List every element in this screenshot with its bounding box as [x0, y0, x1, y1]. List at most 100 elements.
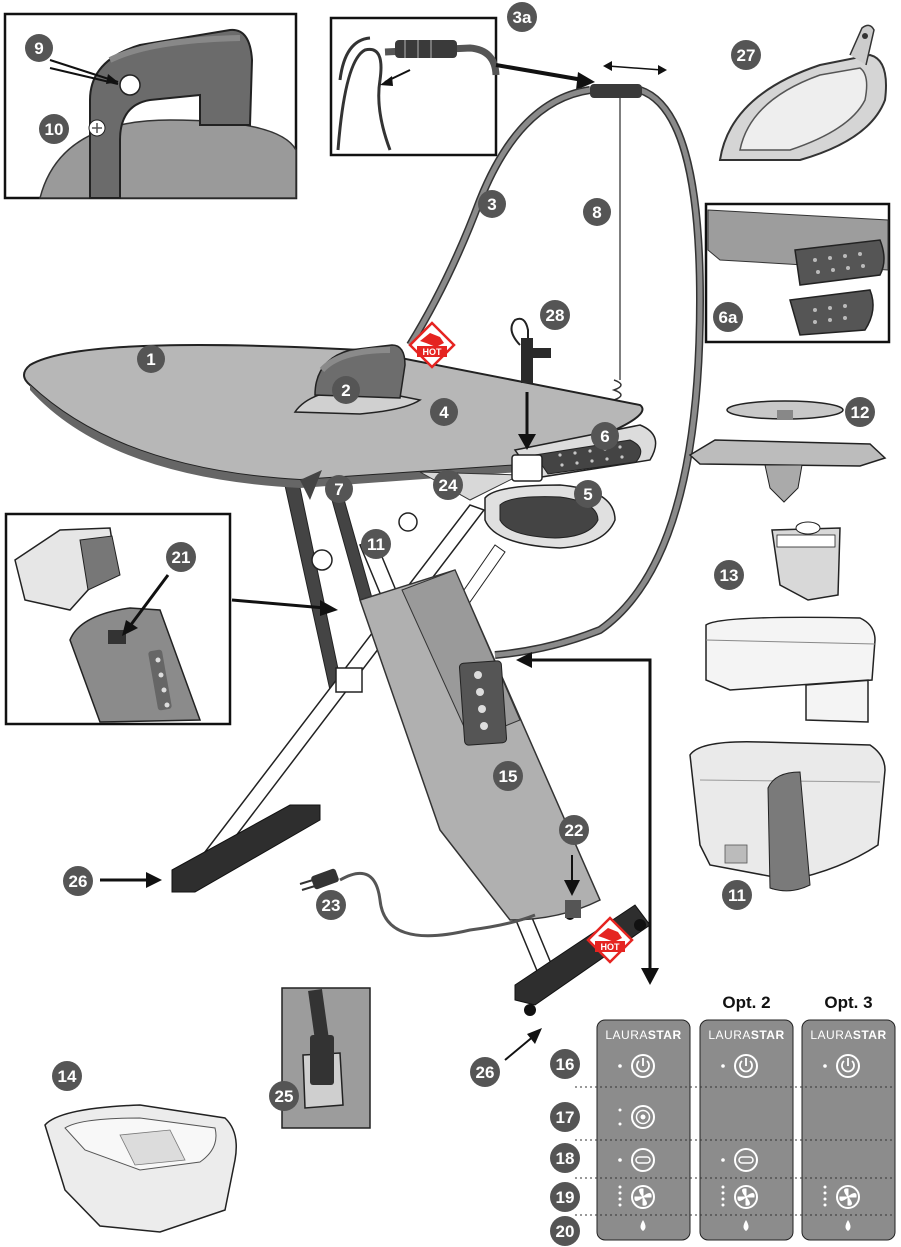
callout-6: 6: [591, 422, 619, 450]
option-2-label: Opt. 2: [722, 993, 770, 1012]
callout-number: 26: [476, 1063, 495, 1082]
power-icon: [721, 1054, 758, 1078]
plug-socket-inset: [281, 987, 371, 1129]
callout-number: 9: [34, 39, 43, 58]
fan-icon: [618, 1185, 655, 1209]
control-panels: LAURASTAR LAURASTAR LAURASTAR Opt. 2 Opt…: [575, 993, 896, 1241]
callout-5: 5: [574, 480, 602, 508]
water-filter: [771, 521, 841, 601]
svg-text:HOT: HOT: [423, 347, 443, 357]
callout-number: 16: [556, 1055, 575, 1074]
callout-8: 8: [583, 198, 611, 226]
soleplate-accessory: [718, 24, 887, 161]
callout-3a: 3a: [507, 2, 537, 32]
callout-number: 8: [592, 203, 601, 222]
callout-11b: 11: [722, 880, 752, 910]
water-bowl: [44, 1104, 237, 1233]
callout-13: 13: [714, 560, 744, 590]
callout-number: 23: [322, 896, 341, 915]
control-panel-option-3: LAURASTAR: [801, 1019, 896, 1241]
callout-9: 9: [25, 34, 53, 62]
option-3-label: Opt. 3: [824, 993, 872, 1012]
handle-detail-inset: [3, 12, 298, 200]
callout-21: 21: [166, 542, 196, 572]
hook-accessory: [510, 317, 551, 450]
callout-19: 19: [550, 1182, 580, 1212]
callout-1: 1: [137, 345, 165, 373]
fan-icon: [721, 1185, 758, 1209]
water-drop-icon: [743, 1220, 749, 1231]
hose-connector: [590, 84, 642, 98]
tank-lid-parts: [688, 400, 887, 503]
callout-14: 14: [52, 1061, 82, 1091]
callout-7: 7: [325, 475, 353, 503]
callout-16: 16: [550, 1049, 580, 1079]
callout-number: 19: [556, 1188, 575, 1207]
callout-number: 15: [499, 767, 518, 786]
callout-10: 10: [39, 114, 69, 144]
callout-number: 18: [556, 1149, 575, 1168]
callout-number: 4: [439, 403, 449, 422]
cord-connector-inset: [329, 16, 500, 157]
callout-number: 21: [172, 548, 191, 567]
hot-warning-icon: HOT: [408, 321, 456, 369]
power-icon: [823, 1054, 860, 1078]
panel-brand: LAURASTAR: [708, 1028, 784, 1042]
callout-number: 13: [720, 566, 739, 585]
callout-number: 22: [565, 821, 584, 840]
control-panel-option-2: LAURASTAR: [699, 1019, 794, 1241]
callout-number: 5: [583, 485, 592, 504]
callout-number: 3: [487, 195, 496, 214]
water-drop-icon: [845, 1220, 851, 1231]
callout-number: 6a: [719, 308, 738, 327]
hot-warning-icon: HOT: [586, 916, 634, 964]
callout-20: 20: [550, 1216, 580, 1246]
panel-brand: LAURASTAR: [810, 1028, 886, 1042]
callout-15: 15: [493, 761, 523, 791]
steam-mode-icon: [721, 1148, 758, 1172]
steam-mode-icon: [618, 1148, 655, 1172]
callout-number: 14: [58, 1067, 77, 1086]
callout-number: 27: [737, 46, 756, 65]
callout-26b: 26: [470, 1057, 500, 1087]
handle-button-icon: [119, 74, 141, 96]
callout-number: 28: [546, 306, 565, 325]
cartridge-inset: [4, 512, 232, 726]
callout-number: 3a: [513, 8, 532, 27]
callout-number: 24: [439, 476, 458, 495]
steam-generator: [359, 569, 601, 921]
water-tank: [689, 741, 886, 892]
callout-26a: 26: [63, 866, 93, 896]
water-drop-icon: [640, 1220, 646, 1231]
callout-11a: 11: [361, 529, 391, 559]
callout-number: 6: [600, 427, 609, 446]
callout-27: 27: [731, 40, 761, 70]
callout-22: 22: [559, 815, 589, 845]
callout-3: 3: [478, 190, 506, 218]
callout-17: 17: [550, 1102, 580, 1132]
power-icon: [618, 1054, 655, 1078]
callout-18: 18: [550, 1143, 580, 1173]
callout-2: 2: [332, 376, 360, 404]
callout-number: 11: [367, 535, 385, 554]
callout-number: 1: [146, 350, 155, 369]
fan-icon: [823, 1185, 860, 1209]
callout-number: 7: [334, 480, 343, 499]
callout-28: 28: [540, 300, 570, 330]
callout-number: 25: [275, 1087, 294, 1106]
callout-25: 25: [269, 1081, 299, 1111]
panel-brand: LAURASTAR: [605, 1028, 681, 1042]
callout-number: 12: [851, 403, 870, 422]
steam-level-icon: [618, 1105, 655, 1129]
callout-24: 24: [433, 470, 463, 500]
callout-number: 26: [69, 872, 88, 891]
callout-number: 10: [45, 120, 64, 139]
callout-number: 20: [556, 1222, 575, 1241]
callout-23: 23: [316, 890, 346, 920]
svg-text:HOT: HOT: [601, 942, 621, 952]
callout-4: 4: [430, 398, 458, 426]
callout-number: 2: [341, 381, 350, 400]
callout-number: 17: [556, 1108, 575, 1127]
callout-number: 11: [728, 886, 746, 905]
